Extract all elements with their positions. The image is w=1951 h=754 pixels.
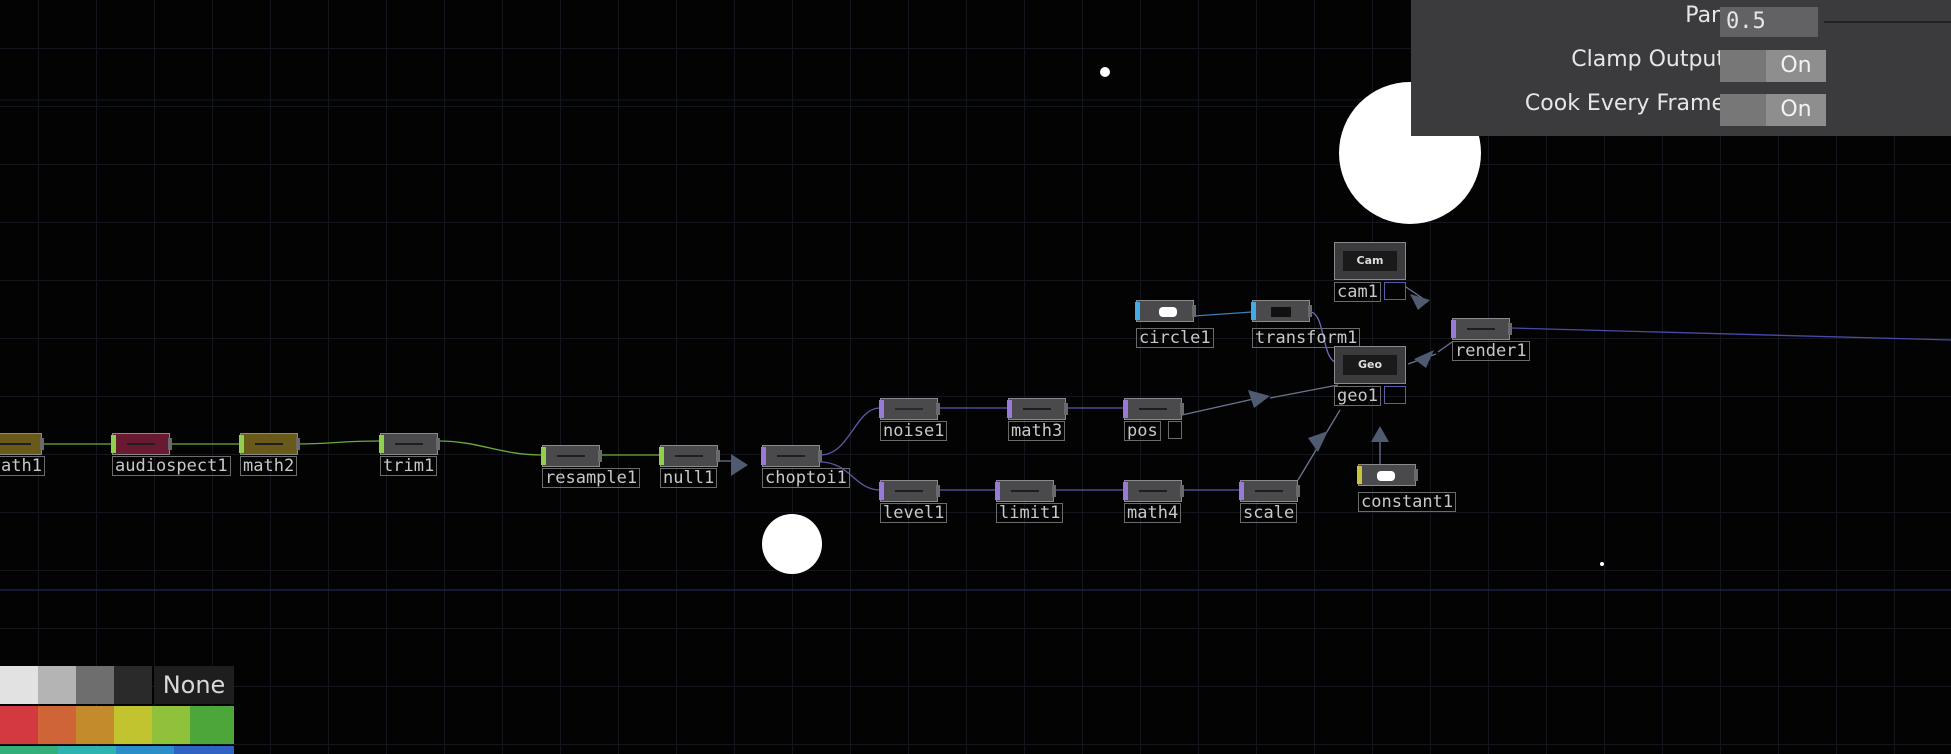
param-pan-label: Pan: [1685, 3, 1725, 28]
swatch-yellow[interactable]: [114, 706, 152, 744]
node-cam1-label: cam1: [1334, 282, 1381, 302]
node-geo1-label: geo1: [1334, 386, 1381, 406]
node-pos-flag-box: [1168, 421, 1182, 439]
wire-green-chain: [42, 440, 660, 456]
swatch-gray-4[interactable]: [114, 666, 152, 704]
node-limit1[interactable]: [995, 480, 1056, 502]
node-math1[interactable]: [0, 433, 44, 455]
node-math4-label: math4: [1124, 503, 1182, 523]
arrow-icon: [1371, 426, 1389, 442]
node-pos-label: pos: [1124, 421, 1161, 441]
node-choptoi1[interactable]: [761, 445, 822, 467]
swatch-red[interactable]: [0, 706, 38, 744]
swatch-none[interactable]: None: [154, 666, 234, 704]
arrow-icon: [1410, 294, 1430, 310]
node-null1[interactable]: [659, 445, 720, 467]
node-cam1[interactable]: Cam: [1334, 242, 1406, 280]
node-scale-label: scale: [1240, 503, 1298, 523]
node-circle1[interactable]: [1135, 300, 1196, 322]
arrow-icon: [1308, 431, 1328, 452]
arrow-icon: [1248, 390, 1270, 408]
arrow-icon: [731, 454, 748, 476]
param-clamp-row: Clamp Output On: [1411, 47, 1951, 83]
color-palette: None: [0, 666, 234, 754]
node-cam1-flags: [1384, 282, 1406, 300]
swatch-orange[interactable]: [38, 706, 76, 744]
node-math4[interactable]: [1123, 480, 1184, 502]
param-pan-slider[interactable]: [1824, 21, 1951, 23]
node-noise1[interactable]: [879, 398, 940, 420]
node-cam1-badge: Cam: [1343, 251, 1397, 271]
param-cook-row: Cook Every Frame On: [1411, 91, 1951, 127]
node-choptoi1-label: choptoi1: [762, 468, 850, 488]
swatch-gray-3[interactable]: [76, 666, 114, 704]
node-audiospect1[interactable]: [111, 433, 172, 455]
swatch-blue[interactable]: [174, 746, 234, 754]
swatch-sky[interactable]: [116, 746, 174, 754]
node-level1[interactable]: [879, 480, 940, 502]
swatch-gray-1[interactable]: [0, 666, 38, 704]
node-transform1[interactable]: [1251, 300, 1312, 322]
toggle-knob: [1720, 94, 1766, 126]
node-math3[interactable]: [1007, 398, 1068, 420]
node-math1-label: ath1: [0, 456, 45, 476]
swatch-green[interactable]: [190, 706, 234, 744]
node-limit1-label: limit1: [996, 503, 1064, 523]
swatch-ochre[interactable]: [76, 706, 114, 744]
param-pan-row: Pan 0.5: [1411, 3, 1951, 39]
toggle-knob: [1720, 50, 1766, 82]
node-audiospect1-label: audiospect1: [112, 456, 231, 476]
node-null1-label: null1: [660, 468, 718, 488]
node-circle1-label: circle1: [1136, 328, 1214, 348]
wire-render-out: [1509, 327, 1951, 341]
param-clamp-label: Clamp Output: [1571, 47, 1725, 72]
node-constant1-label: constant1: [1358, 492, 1457, 512]
clamp-output-toggle[interactable]: On: [1720, 50, 1826, 82]
node-scale[interactable]: [1239, 480, 1300, 502]
swatch-gray-2[interactable]: [38, 666, 76, 704]
node-trim1[interactable]: [379, 433, 440, 455]
swatch-teal[interactable]: [0, 746, 58, 754]
node-pos[interactable]: [1123, 398, 1184, 420]
clamp-output-state: On: [1766, 50, 1826, 82]
param-pan-field[interactable]: 0.5: [1720, 7, 1818, 37]
node-geo1[interactable]: Geo: [1334, 346, 1406, 384]
viewer-dot: [1600, 562, 1604, 566]
node-constant1[interactable]: [1357, 464, 1418, 486]
cook-every-frame-toggle[interactable]: On: [1720, 94, 1826, 126]
node-noise1-label: noise1: [880, 421, 948, 441]
node-resample1[interactable]: [541, 445, 602, 467]
swatch-lime[interactable]: [152, 706, 190, 744]
viewer-dot: [1100, 67, 1110, 77]
node-math2-label: math2: [240, 456, 298, 476]
node-geo1-flags: [1384, 386, 1406, 404]
arrow-icon: [1414, 350, 1434, 368]
param-cook-label: Cook Every Frame: [1524, 91, 1725, 116]
node-geo1-badge: Geo: [1343, 355, 1397, 375]
node-trim1-label: trim1: [380, 456, 438, 476]
node-math3-label: math3: [1008, 421, 1066, 441]
node-render1[interactable]: [1451, 318, 1512, 340]
node-resample1-label: resample1: [542, 468, 641, 488]
node-render1-label: render1: [1452, 341, 1530, 361]
viewer-circle-small: [762, 514, 822, 574]
node-math2[interactable]: [239, 433, 300, 455]
parameter-panel: Pan 0.5 Clamp Output On Cook Every Frame…: [1411, 0, 1951, 136]
node-level1-label: level1: [880, 503, 948, 523]
cook-every-frame-state: On: [1766, 94, 1826, 126]
swatch-cyan[interactable]: [58, 746, 116, 754]
node-transform1-label: transform1: [1252, 328, 1361, 348]
